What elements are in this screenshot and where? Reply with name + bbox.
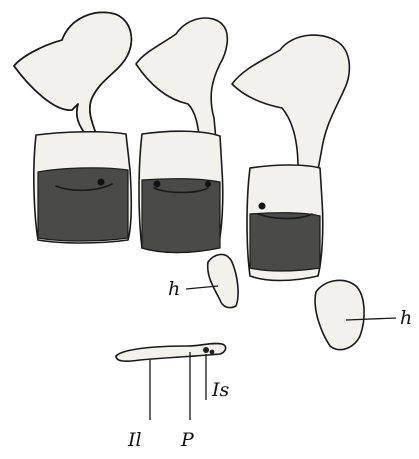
haemal-arch-left xyxy=(208,254,238,307)
vertebra-3 xyxy=(232,35,349,280)
vertebra-1 xyxy=(14,12,131,243)
haemal-arch-right xyxy=(315,280,364,349)
label-Is: Is xyxy=(211,379,230,401)
pelvis-element xyxy=(116,343,226,361)
label-P: P xyxy=(180,429,195,451)
label-h-right: h xyxy=(400,307,412,329)
vertebra-2 xyxy=(136,18,227,252)
label-Il: Il xyxy=(127,429,142,451)
label-h-left: h xyxy=(168,278,180,300)
